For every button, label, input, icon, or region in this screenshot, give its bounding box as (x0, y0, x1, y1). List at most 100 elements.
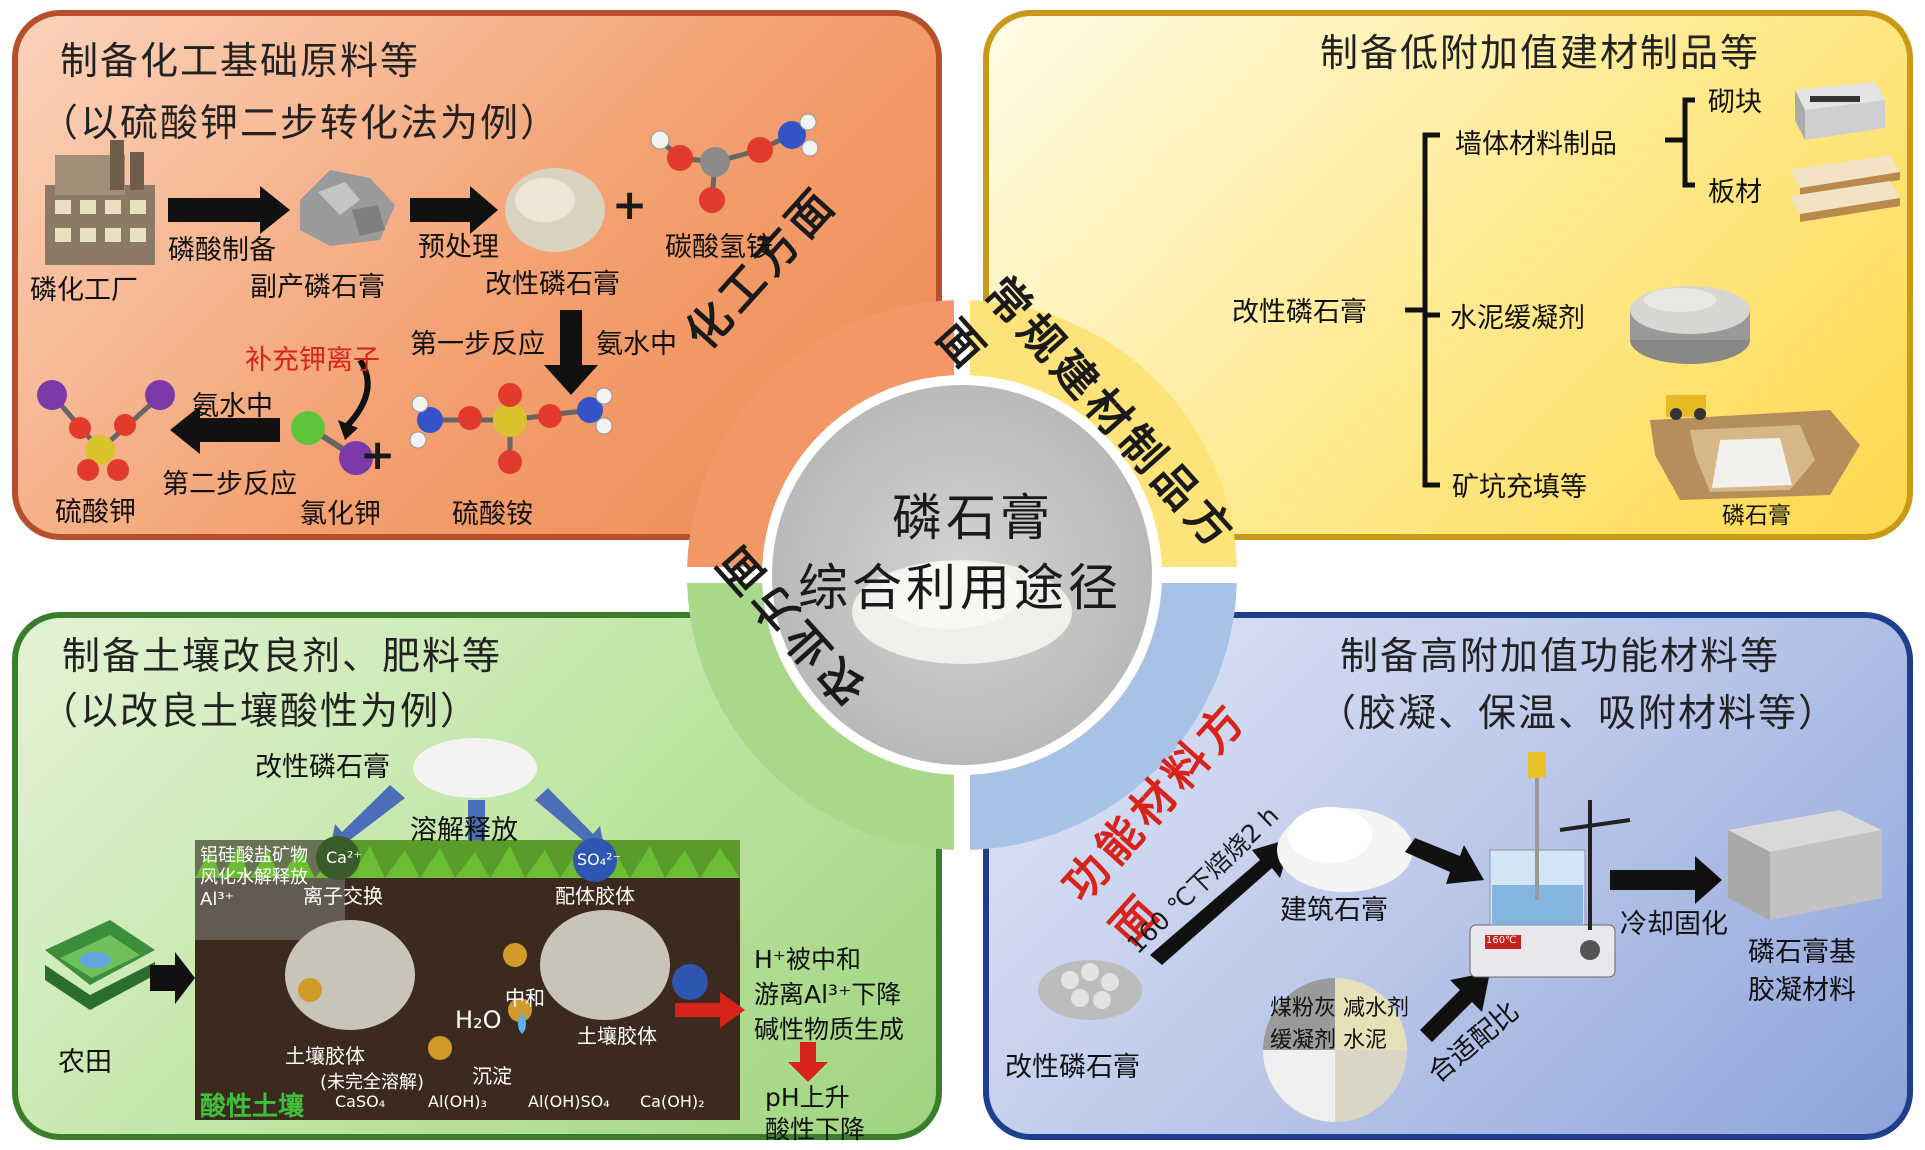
label-nh4so4: 硫酸铵 (452, 499, 533, 530)
label-weathering: 铝硅酸盐矿物风化水解释放Al³⁺ (200, 845, 308, 910)
label-bicarb: 碳酸氢铵 (665, 232, 773, 263)
gypsum-block-icon (1728, 810, 1882, 920)
byproduct-rock-icon (300, 170, 395, 246)
label-ligand: 配体胶体 (555, 884, 635, 908)
board-icon (1790, 155, 1900, 222)
build-title: 制备低附加值建材制品等 (1320, 31, 1761, 75)
chain-2: Al(OH)SO₄ (528, 1092, 610, 1111)
arrow-effect (675, 992, 745, 1028)
label-step1: 第一步反应 (410, 329, 545, 360)
arrow-pre (410, 186, 498, 234)
label-product-2: 胶凝材料 (1748, 975, 1856, 1006)
label-effect5: 酸性下降 (765, 1115, 866, 1144)
label-pre: 预处理 (418, 232, 499, 263)
label-supplement: 补充钾离子 (245, 345, 380, 376)
label-backfill: 矿坑充填等 (1452, 472, 1587, 503)
agri-subtitle: （以改良土壤酸性为例） (40, 689, 481, 733)
label-farmland: 农田 (58, 1047, 112, 1078)
chem-subtitle: （以硫酸钾二步转化法为例） (40, 101, 561, 145)
label-dissolve: 溶解释放 (410, 815, 518, 846)
cement-retarder-icon (1630, 286, 1750, 364)
label-effect1: H⁺被中和 (754, 945, 861, 974)
pellets-icon (1038, 960, 1142, 1020)
build-graphics (1405, 82, 1900, 500)
label-effect2: 游离Al³⁺下降 (754, 980, 902, 1009)
label-cool: 冷却固化 (1620, 909, 1728, 940)
arrow-step1 (544, 310, 598, 395)
chain-0: CaSO₄ (335, 1092, 386, 1111)
label-additives-2: 缓凝剂 水泥 (1270, 1028, 1387, 1053)
label-soil-colloid: 土壤胶体 (285, 1044, 365, 1068)
potassium-sulfate-molecule-icon (37, 380, 175, 481)
arrow-phos (168, 186, 290, 234)
label-ammonia1: 氨水中 (596, 329, 677, 360)
farmland-icon (45, 920, 155, 1010)
label-effect4: pH上升 (765, 1083, 850, 1112)
soil-colloid-right (540, 910, 670, 1020)
soil-colloid-left (285, 920, 415, 1030)
curved-arrow-supplement (345, 358, 371, 428)
chem-title: 制备化工基础原料等 (60, 39, 421, 83)
label-step2: 第二步反应 (162, 469, 297, 500)
ca-ion-icon (316, 836, 360, 880)
label-board: 板材 (1708, 177, 1762, 208)
chem-graphics (37, 113, 819, 481)
label-water: H₂O (455, 1006, 502, 1034)
label-modified: 改性磷石膏 (485, 269, 620, 300)
bicarbonate-molecule-icon (650, 113, 819, 213)
label-product-1: 磷石膏基 (1748, 937, 1856, 968)
label-ca: Ca²⁺ (326, 848, 362, 867)
label-so4: SO₄²⁻ (577, 850, 622, 869)
chain-3: Ca(OH)₂ (640, 1092, 705, 1111)
agri-graphics (45, 738, 828, 1120)
chem-plus-1: + (612, 180, 648, 229)
arrow-dissolve-left (330, 785, 405, 850)
label-agri-modified: 改性磷石膏 (255, 752, 390, 783)
label-block: 砌块 (1708, 87, 1762, 118)
label-k2so4: 硫酸钾 (55, 497, 136, 528)
chain-1: Al(OH)₃ (428, 1092, 487, 1111)
center-title-1: 磷石膏 (892, 489, 1054, 547)
water-drop-icon (518, 1012, 526, 1034)
arrow-calcine (1150, 838, 1292, 965)
label-pg: 磷石膏 (1722, 503, 1791, 529)
label-phos: 磷酸制备 (168, 235, 276, 266)
label-ammonia2: 氨水中 (192, 391, 273, 422)
arrow-cool (1610, 856, 1722, 904)
label-wall: 墙体材料制品 (1455, 129, 1617, 160)
label-build-modified: 改性磷石膏 (1232, 297, 1367, 328)
arrow-ratio (1420, 972, 1490, 1042)
arrow-step2 (170, 406, 280, 454)
label-effect3: 碱性物质生成 (754, 1015, 905, 1044)
agri-title: 制备土壤改良剂、肥料等 (62, 634, 503, 678)
potassium-chloride-molecule-icon (291, 411, 373, 475)
label-soil-colloid-2: 土壤胶体 (577, 1024, 657, 1048)
magnetic-stirrer-icon (1469, 752, 1631, 978)
factory-icon (45, 140, 155, 265)
center-title-2: 综合利用途径 (798, 559, 1122, 617)
label-additives: 煤粉灰 减水剂 (1270, 996, 1409, 1021)
label-func-modified: 改性磷石膏 (1005, 1052, 1140, 1083)
label-incomplete: (未完全溶解) (320, 1072, 425, 1093)
arrow-to-stirrer (1405, 838, 1484, 884)
label-factory: 磷化工厂 (30, 275, 138, 306)
arrow-dissolve-right (535, 788, 605, 852)
label-byproduct: 副产磷石膏 (250, 272, 385, 303)
chem-plus-2: + (360, 430, 396, 479)
mine-backfill-icon (1650, 395, 1860, 500)
arrow-ph (788, 1042, 828, 1082)
arrow-farmland (150, 952, 195, 1004)
label-neutral: 中和 (505, 986, 545, 1010)
func-title: 制备高附加值功能材料等 (1340, 634, 1781, 678)
label-precip: 沉淀 (472, 1064, 512, 1088)
label-building-gypsum: 建筑石膏 (1280, 895, 1388, 926)
label-kcl: 氯化钾 (300, 499, 381, 530)
so4-ion-icon (573, 838, 617, 882)
block-icon (1795, 82, 1885, 140)
stirrer-display: 160℃ (1486, 935, 1517, 946)
label-ion-exchange: 离子交换 (303, 884, 383, 908)
label-retarder: 水泥缓凝剂 (1450, 303, 1585, 334)
